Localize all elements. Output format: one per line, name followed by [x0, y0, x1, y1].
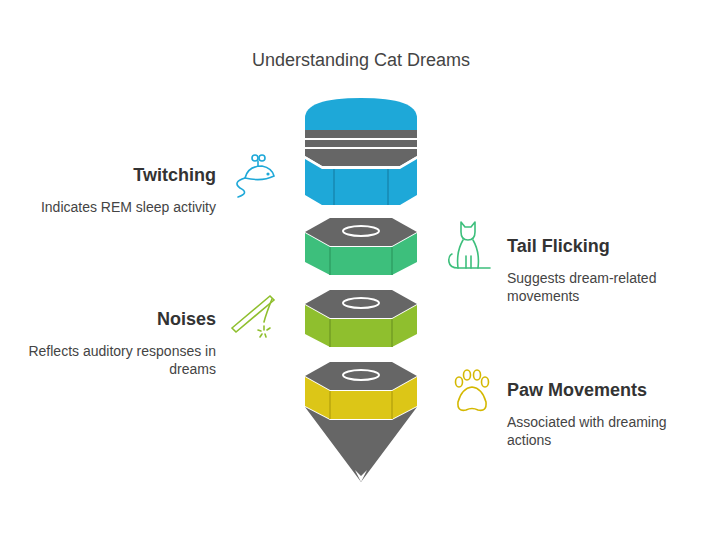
stage-description: Associated with dreaming actions	[507, 413, 692, 449]
stage-label: TwitchingIndicates REM sleep activity	[16, 164, 216, 216]
stage-heading: Noises	[16, 308, 216, 330]
stage-description: Indicates REM sleep activity	[16, 198, 216, 216]
stage-description: Suggests dream-related movements	[507, 269, 692, 305]
cat-icon	[449, 222, 490, 268]
lime-segment	[305, 290, 417, 347]
stage-label: Tail FlickingSuggests dream-related move…	[507, 235, 692, 305]
diagram-title: Understanding Cat Dreams	[0, 50, 722, 71]
stage-heading: Paw Movements	[507, 379, 692, 401]
yellow-segment	[305, 362, 417, 482]
stage-heading: Tail Flicking	[507, 235, 692, 257]
stage-heading: Twitching	[16, 164, 216, 186]
stage-label: NoisesReflects auditory responses in dre…	[16, 308, 216, 378]
mouse-icon	[237, 155, 274, 197]
blue-segment	[305, 98, 417, 205]
stage-description: Reflects auditory responses in dreams	[16, 342, 216, 378]
stage-label: Paw MovementsAssociated with dreaming ac…	[507, 379, 692, 449]
wand-toy-icon	[232, 296, 274, 337]
green-segment	[305, 218, 417, 275]
paw-icon	[456, 370, 489, 410]
